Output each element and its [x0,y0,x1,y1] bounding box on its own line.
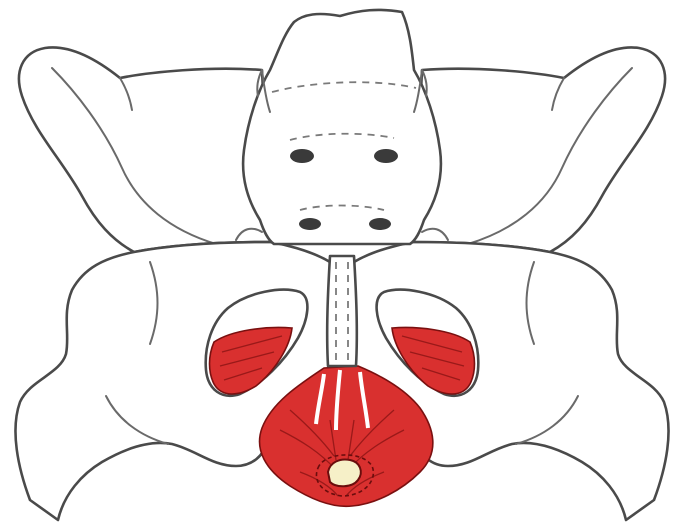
pelvic-floor-opening [328,460,361,487]
sacral-foramen-1-right [374,149,398,163]
right-iliac-wing [414,47,665,252]
sacral-foramen-2-right [369,218,391,230]
sacral-foramen-2-left [299,218,321,230]
left-iliac-wing [19,47,270,252]
sacrum [243,10,441,244]
pubic-symphysis [327,256,357,366]
sacral-foramen-1-left [290,149,314,163]
